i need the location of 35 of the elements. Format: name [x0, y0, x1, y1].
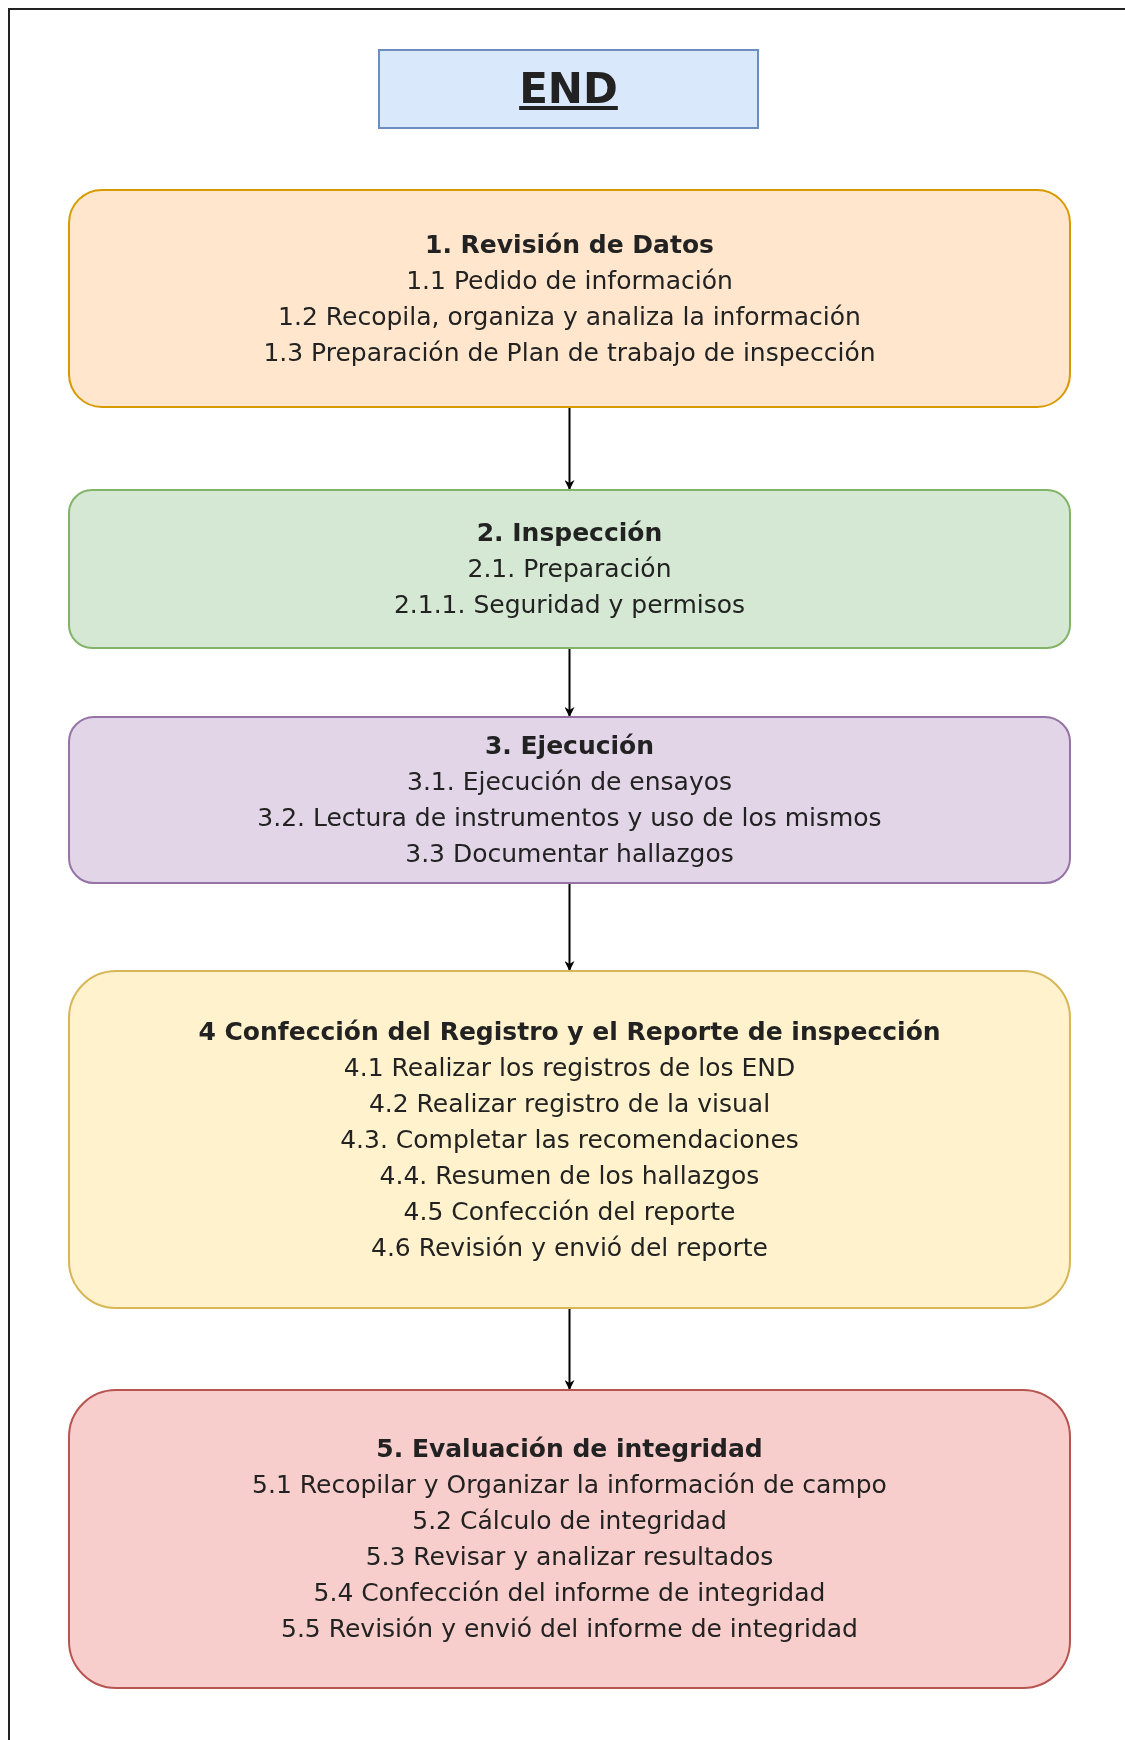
substep-text: 5.1 Recopilar y Organizar la información de campo [252, 1469, 887, 1501]
process-box [68, 489, 1071, 649]
substep-text: 2.1. Preparación [467, 553, 672, 585]
process-box [68, 1389, 1071, 1689]
substep-text: 4.4. Resumen de los hallazgos [379, 1159, 760, 1192]
title-box [378, 49, 759, 129]
step-heading: 1. Revisión de Datos [425, 228, 714, 261]
arrow [564, 1308, 575, 1390]
substep-text: 4.3. Completar las recomendaciones [340, 1123, 799, 1156]
substep-text: 4.5 Confección del reporte [403, 1195, 736, 1228]
substep-text: 4.1 Realizar los registros de los END [343, 1051, 796, 1084]
substep-text: 2.1.1. Seguridad y permisos [393, 589, 746, 621]
step-heading: 5. Evaluación de integridad [376, 1433, 763, 1465]
arrow [564, 883, 575, 971]
substep-text: 5.4 Confección del informe de integridad [313, 1577, 826, 1609]
process-box [68, 716, 1071, 884]
step-heading: 4 Confección del Registro y el Reporte de inspección [198, 1015, 941, 1048]
process-box [68, 970, 1071, 1309]
step-heading: 2. Inspección [476, 517, 663, 549]
substep-text: 5.3 Revisar y analizar resultados [365, 1541, 774, 1573]
substep-text: 1.2 Recopila, organiza y analiza la información [278, 300, 861, 333]
substep-text: 1.3 Preparación de Plan de trabajo de inspección [263, 336, 876, 369]
substep-text: 3.3 Documentar hallazgos [405, 838, 734, 870]
substep-text: 3.1. Ejecución de ensayos [407, 766, 732, 798]
substep-text: 5.2 Cálculo de integridad [412, 1505, 727, 1537]
node-label: END [519, 71, 618, 107]
arrow [564, 648, 575, 717]
arrow [564, 407, 575, 490]
process-box [68, 189, 1071, 408]
step-heading: 3. Ejecución [484, 730, 655, 762]
substep-text: 4.6 Revisión y envió del reporte [371, 1231, 768, 1264]
substep-text: 4.2 Realizar registro de la visual [368, 1087, 771, 1120]
substep-text: 1.1 Pedido de información [406, 264, 733, 297]
substep-text: 3.2. Lectura de instrumentos y uso de los mismos [257, 802, 882, 834]
substep-text: 5.5 Revisión y envió del informe de integridad [281, 1613, 858, 1645]
